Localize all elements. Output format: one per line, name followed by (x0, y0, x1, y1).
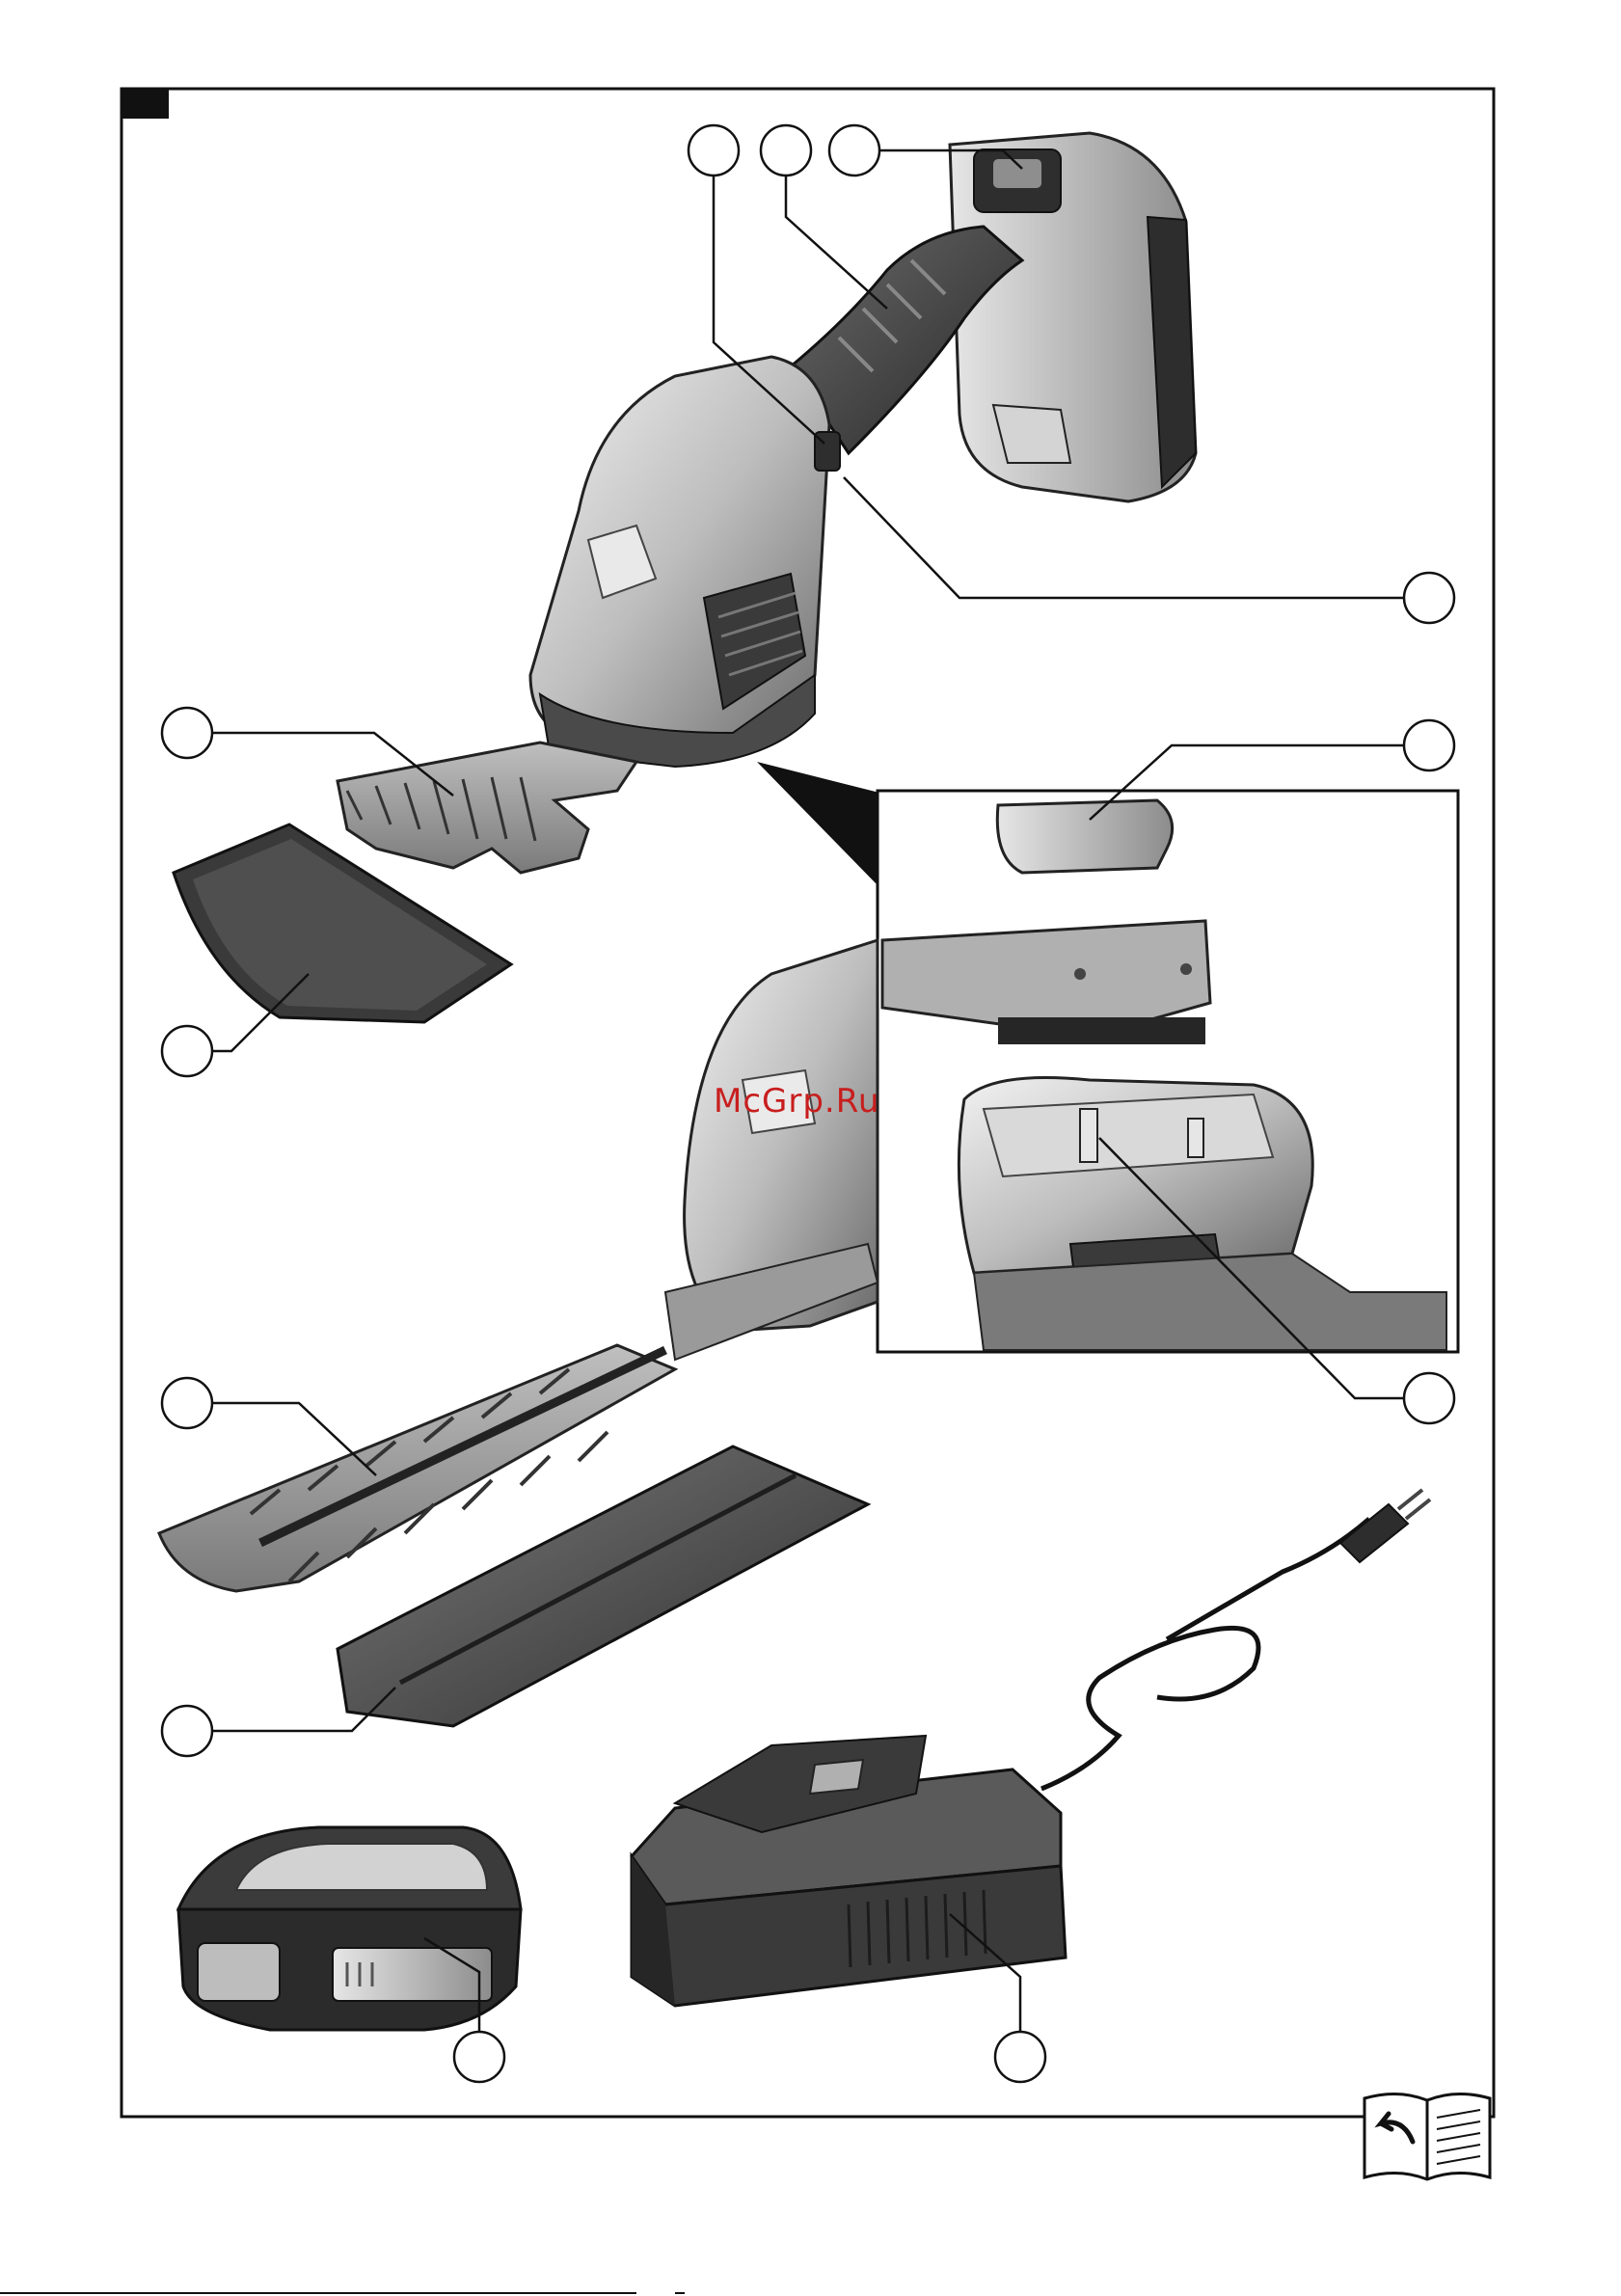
callout-handle-grip (761, 125, 811, 176)
shrub-blade-guard-groove (400, 1475, 796, 1683)
drive-pin (1080, 1109, 1097, 1162)
battery-pack-end-window (198, 1943, 280, 2001)
callout-battery-pack (454, 2032, 504, 2082)
blade-coupling-plate (997, 800, 1172, 873)
callout-grass-blade (162, 708, 212, 758)
callout-battery-release-button (829, 125, 879, 176)
detail-pointer (757, 762, 879, 887)
watermark-text: McGrp.Ru (714, 1082, 926, 1121)
manual-book-icon (1360, 2089, 1495, 2185)
callout-battery-charger (995, 2032, 1045, 2082)
battery-pack (178, 1827, 521, 2030)
mounting-hole (1180, 963, 1192, 975)
battery-pack-label (333, 1948, 492, 2001)
callout-shrub-blade-guard (162, 1706, 212, 1756)
charger-slot-contacts (810, 1760, 863, 1794)
mounting-plate-base (998, 1017, 1205, 1044)
callout-drive-pin (1404, 1373, 1454, 1423)
callout-shrub-blade (162, 1378, 212, 1428)
motor-housing (530, 357, 829, 747)
callout-blade-cover (162, 1026, 212, 1076)
charger-plug-pins (1398, 1490, 1430, 1519)
grass-blade (338, 743, 636, 873)
guide-pin (1188, 1119, 1203, 1157)
mounting-hole (1074, 968, 1086, 980)
callout-power-switch (689, 125, 739, 176)
charger-power-cord (1041, 1519, 1369, 1789)
mounted-battery-foot (993, 405, 1070, 463)
shear-assembly (338, 133, 1196, 873)
callout-safety-lock (1404, 573, 1454, 623)
callout-blade-coupling-plate (1404, 720, 1454, 770)
figure-number-tab (122, 90, 169, 119)
